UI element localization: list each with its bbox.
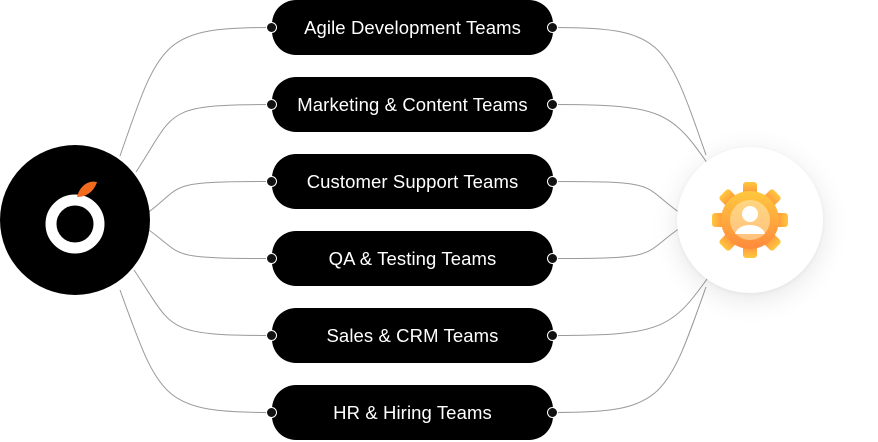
team-label: HR & Hiring Teams bbox=[333, 401, 492, 423]
connector-dot-left bbox=[266, 98, 277, 110]
connector-dot-right bbox=[547, 252, 558, 264]
connector-line-left bbox=[135, 104, 273, 173]
team-label: Marketing & Content Teams bbox=[297, 93, 528, 115]
team-pill-marketing-content[interactable]: Marketing & Content Teams bbox=[272, 77, 553, 132]
connector-dot-right bbox=[547, 21, 558, 33]
team-label: QA & Testing Teams bbox=[328, 247, 497, 269]
connector-dot-left bbox=[266, 21, 277, 33]
connector-line-left bbox=[119, 27, 273, 157]
connector-line-left bbox=[133, 269, 273, 336]
team-label: Customer Support Teams bbox=[306, 170, 519, 192]
connector-dot-right bbox=[547, 329, 558, 341]
connector-dot-left bbox=[266, 329, 277, 341]
connector-line-right bbox=[552, 27, 707, 156]
connector-line-right bbox=[552, 104, 713, 171]
team-pill-hr-hiring[interactable]: HR & Hiring Teams bbox=[272, 385, 553, 440]
right-hub bbox=[677, 147, 823, 293]
team-pill-agile-development[interactable]: Agile Development Teams bbox=[272, 0, 553, 55]
connector-line-right bbox=[552, 181, 681, 214]
connector-dot-left bbox=[266, 175, 277, 187]
connector-line-right bbox=[552, 271, 713, 336]
connector-line-left bbox=[145, 181, 273, 215]
connector-dot-right bbox=[547, 406, 558, 418]
team-label: Sales & CRM Teams bbox=[326, 324, 499, 346]
connector-dot-left bbox=[266, 252, 277, 264]
connector-dot-right bbox=[547, 175, 558, 187]
connector-dot-right bbox=[547, 98, 558, 110]
team-label: Agile Development Teams bbox=[304, 16, 521, 38]
connector-line-right bbox=[552, 227, 681, 259]
gear-user-icon bbox=[712, 182, 788, 258]
connector-line-left bbox=[119, 289, 273, 413]
left-hub-logo bbox=[0, 145, 150, 295]
team-pill-customer-support[interactable]: Customer Support Teams bbox=[272, 154, 553, 209]
team-pill-qa-testing[interactable]: QA & Testing Teams bbox=[272, 231, 553, 286]
brand-logo-icon bbox=[45, 181, 105, 254]
connector-line-left bbox=[145, 227, 273, 259]
connector-dot-left bbox=[266, 406, 277, 418]
connector-line-right bbox=[552, 286, 707, 413]
team-pill-sales-crm[interactable]: Sales & CRM Teams bbox=[272, 308, 553, 363]
